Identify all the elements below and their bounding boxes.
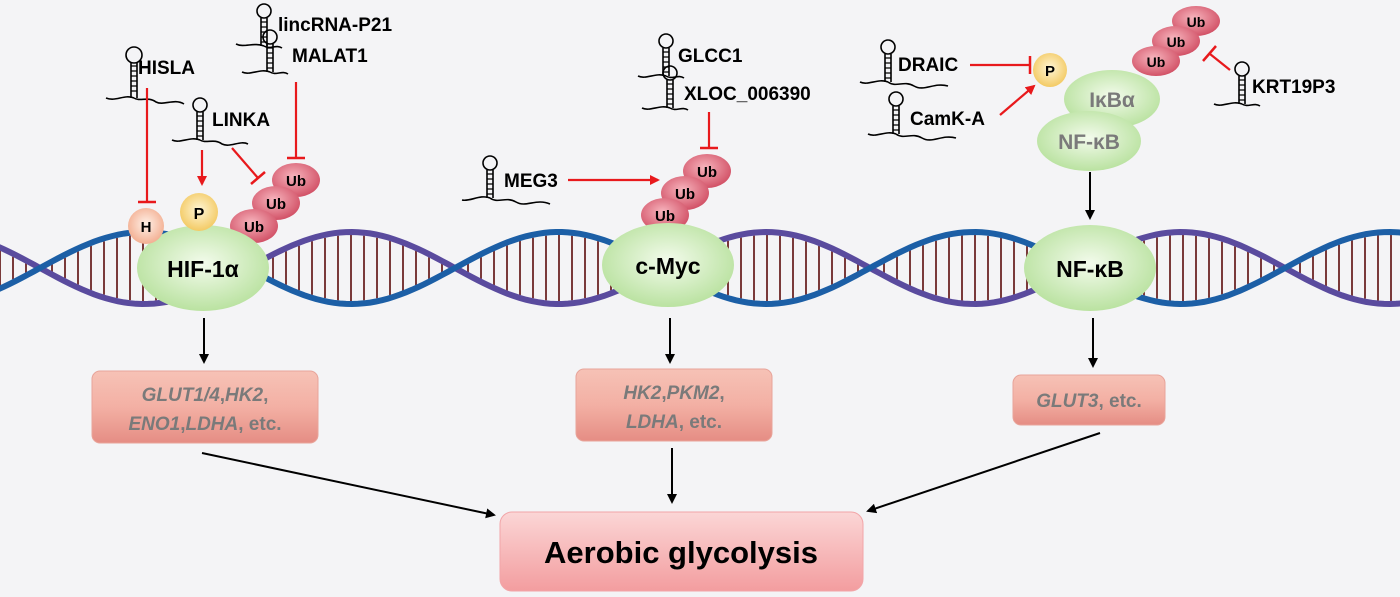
target-genes-line: ENO1,LDHA, etc.	[128, 414, 281, 435]
outcome-label: Aerobic glycolysis	[544, 535, 818, 570]
svg-text:Ub: Ub	[675, 186, 695, 203]
ubiquitin-chain: Ub Ub Ub	[641, 154, 731, 232]
activate-arrow	[201, 452, 496, 519]
lncrna-krt19p3: KRT19P3	[1213, 61, 1335, 107]
rna-hairpin-icon	[461, 155, 551, 205]
lncrna-label: KRT19P3	[1252, 77, 1335, 98]
target-genes-myc: HK2,PKM2, LDHA, etc.	[575, 368, 773, 442]
protein-label: IκBα	[1089, 89, 1135, 112]
ubiquitin: Ub	[1132, 46, 1180, 76]
svg-text:Ub: Ub	[266, 196, 286, 213]
lncrna-xloc-006390: XLOC_006390	[641, 65, 811, 111]
inhibit-bar	[250, 171, 266, 185]
lncrna-label: HISLA	[138, 58, 195, 79]
lncrna-label: MEG3	[504, 171, 558, 192]
rna-hairpin-icon	[171, 97, 249, 146]
svg-text:P: P	[194, 206, 205, 223]
lncrna-malat1: MALAT1	[241, 29, 368, 75]
outcome-box: Aerobic glycolysis	[499, 511, 864, 592]
protein-c-myc: c-Myc	[602, 223, 734, 307]
inhibit-bar	[1202, 45, 1217, 62]
svg-text:Ub: Ub	[697, 164, 717, 181]
protein-nfkb-inactive: NF-κB	[1037, 111, 1141, 171]
phosphorylation-badge: P	[1033, 53, 1067, 87]
rna-hairpin-icon	[1213, 61, 1261, 107]
rna-hairpin-icon	[867, 91, 957, 141]
inhibit-arrow	[231, 147, 259, 179]
rna-hairpin-icon	[641, 65, 689, 111]
svg-text:Ub: Ub	[286, 173, 306, 190]
lncrna-glcc1: GLCC1	[637, 33, 743, 79]
activate-arrow	[866, 432, 1101, 514]
protein-nfkb: NF-κB	[1024, 225, 1156, 311]
ubiquitin-chain: Ub Ub Ub	[230, 163, 320, 243]
lncrna-linka: LINKA	[171, 97, 270, 146]
hydroxylation-badge: H	[128, 208, 164, 244]
lncrna-label: LINKA	[212, 110, 270, 131]
target-genes-line: GLUT1/4,HK2,	[142, 385, 269, 406]
activate-arrow	[999, 84, 1036, 116]
target-genes-line: HK2,PKM2,	[623, 383, 724, 404]
lncrna-label: XLOC_006390	[684, 84, 811, 105]
svg-text:H: H	[141, 219, 152, 236]
lncrna-label: DRAIC	[898, 55, 958, 76]
protein-label: NF-κB	[1056, 256, 1124, 282]
lncrna-label: CamK-A	[910, 109, 985, 130]
lncrna-lincrna-p21: lincRNA-P21	[235, 3, 392, 49]
svg-text:Ub: Ub	[1167, 34, 1186, 50]
svg-text:Ub: Ub	[655, 208, 675, 225]
rna-hairpin-icon	[241, 29, 289, 75]
target-genes-line: LDHA, etc.	[626, 412, 722, 433]
target-genes-nfkb: GLUT3, etc.	[1012, 374, 1166, 426]
rna-hairpin-icon	[859, 39, 949, 89]
svg-text:Ub: Ub	[244, 219, 264, 236]
protein-hif1a: HIF-1α	[137, 225, 269, 311]
lncrna-camk-a: CamK-A	[867, 91, 985, 141]
rna-hairpin-icon	[105, 46, 185, 105]
inhibit-arrow	[1209, 53, 1231, 71]
protein-label: NF-κB	[1058, 131, 1120, 154]
ubiquitin-chain: Ub Ub Ub	[1132, 6, 1220, 76]
lncrna-label: GLCC1	[678, 46, 743, 67]
svg-text:Ub: Ub	[1187, 14, 1206, 30]
protein-nfkb-ikba-complex: IκBα NF-κB	[1037, 70, 1160, 171]
lncrna-label: lincRNA-P21	[278, 15, 392, 36]
svg-text:Ub: Ub	[1147, 54, 1166, 70]
lncrna-label: MALAT1	[292, 46, 368, 67]
lncrna-hisla: HISLA	[105, 46, 195, 105]
svg-text:P: P	[1045, 63, 1055, 80]
protein-label: HIF-1α	[167, 256, 239, 282]
lncrna-meg3: MEG3	[461, 155, 558, 205]
protein-label: c-Myc	[635, 253, 700, 279]
target-genes-hif: GLUT1/4,HK2, ENO1,LDHA, etc.	[91, 370, 319, 444]
target-genes-line: GLUT3, etc.	[1036, 391, 1142, 412]
lncrna-draic: DRAIC	[859, 39, 958, 89]
phosphorylation-badge: P	[180, 193, 218, 231]
